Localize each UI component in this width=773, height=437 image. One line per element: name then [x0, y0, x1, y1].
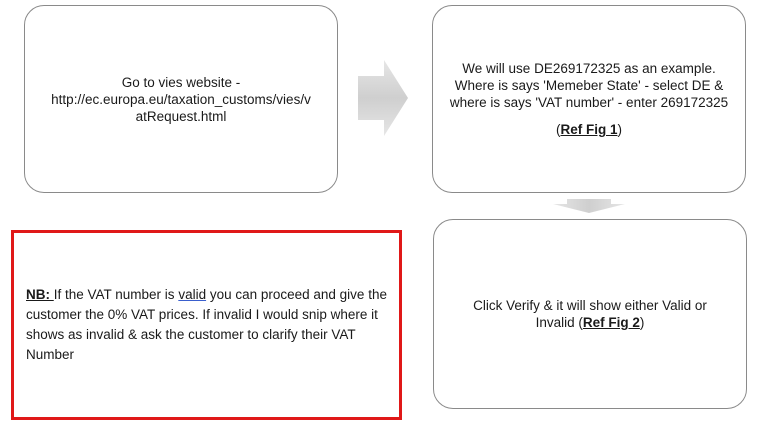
- step-2-reference: (Ref Fig 1): [555, 122, 622, 137]
- step-2-box: We will use DE269172325 as an example. W…: [432, 5, 746, 193]
- step-2-line-2: Where is says 'Memeber State' - select D…: [454, 78, 724, 93]
- step-3-text: Click Verify & it will show either Valid…: [473, 298, 707, 330]
- ref-fig-1-link[interactable]: Ref Fig 1: [560, 122, 618, 137]
- down-arrow-icon: [553, 199, 625, 213]
- step-2-line-1: We will use DE269172325 as an example.: [462, 61, 716, 76]
- note-box: NB: If the VAT number is valid you can p…: [11, 230, 402, 420]
- step-1-text: Go to vies website - http://ec.europa.eu…: [51, 74, 311, 125]
- step-3-box: Click Verify & it will show either Valid…: [433, 219, 747, 409]
- step-2-line-3: where is says 'VAT number' - enter 26917…: [449, 95, 729, 110]
- note-label: NB:: [26, 287, 54, 302]
- right-arrow-icon: [358, 60, 408, 136]
- step-1-line-3: atRequest.html: [135, 108, 227, 124]
- note-text: NB: If the VAT number is valid you can p…: [26, 287, 387, 362]
- ref-fig-2-link[interactable]: Ref Fig 2: [582, 315, 640, 330]
- step-1-line-2: http://ec.europa.eu/taxation_customs/vie…: [51, 91, 311, 107]
- step-2-text: We will use DE269172325 as an example. W…: [450, 60, 728, 111]
- step-1-line-1: Go to vies website -: [121, 74, 241, 90]
- step-1-box: Go to vies website - http://ec.europa.eu…: [24, 5, 338, 193]
- note-valid-word: valid: [178, 287, 207, 302]
